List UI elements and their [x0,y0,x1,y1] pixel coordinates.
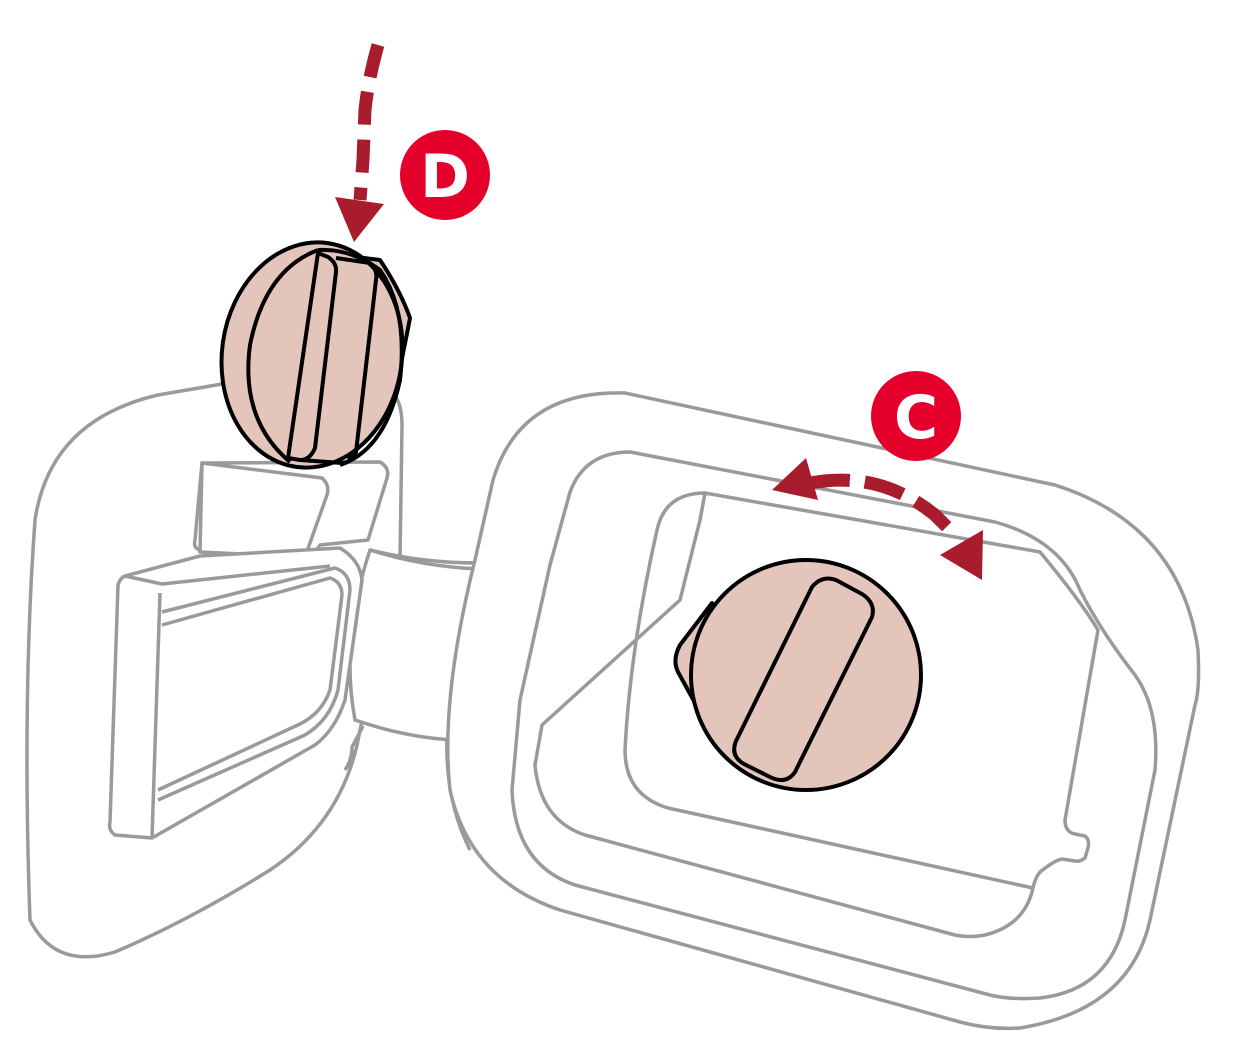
fuel-cap-removed [219,240,412,470]
cap-holder-bracket [107,460,390,840]
step-label-d: D [420,142,470,212]
arrow-rotate [772,458,983,580]
arrow-insert-down [335,43,385,242]
fuel-cap-installed [673,558,923,792]
step-badge-d: D [400,130,490,220]
step-badge-c: C [871,371,961,461]
step-label-c: C [894,383,938,453]
